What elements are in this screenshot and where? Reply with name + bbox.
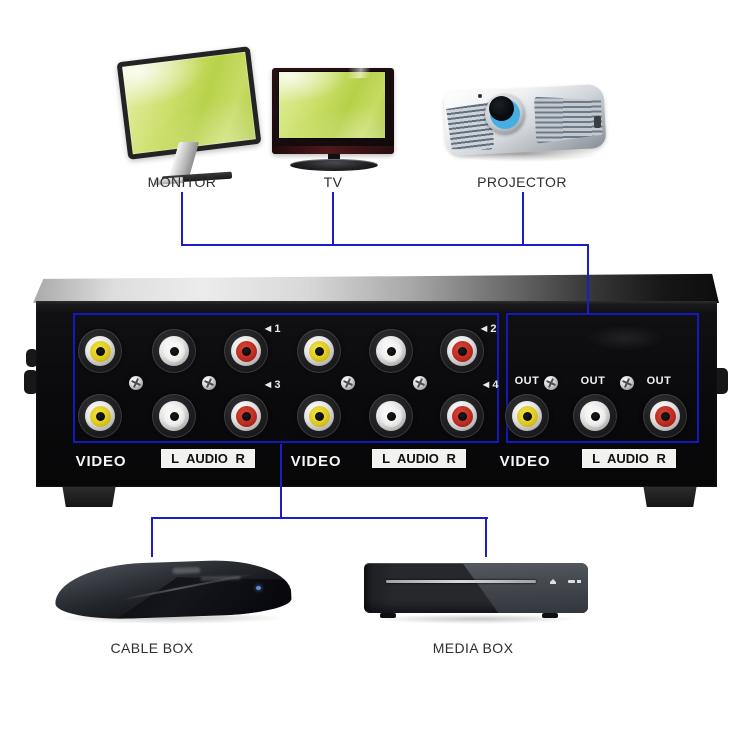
projector-lens-glass <box>489 96 514 121</box>
rca-jack-hole <box>241 411 251 421</box>
cable-box-logo <box>172 567 201 575</box>
rca-jack-red <box>224 329 268 373</box>
rca-jack-yellow <box>78 394 122 438</box>
out-label: OUT <box>514 375 540 387</box>
group-tag-3: ◄3 <box>262 379 282 391</box>
eject-icon <box>550 579 556 584</box>
rca-jack-white <box>573 394 617 438</box>
play-icon <box>568 580 575 583</box>
tv-label: TV <box>323 174 343 190</box>
monitor-illustration <box>110 46 262 186</box>
rca-jack-hole <box>241 346 251 356</box>
connector-mediabox-line <box>485 519 487 557</box>
panel-screw <box>341 376 355 390</box>
media-box-label: MEDIA BOX <box>432 640 514 656</box>
media-box-foot <box>380 613 396 618</box>
media-box-illustration <box>356 554 596 630</box>
rca-jack-hole <box>457 411 467 421</box>
projector-label: PROJECTOR <box>477 174 567 190</box>
video-label-1: VIDEO <box>75 453 127 470</box>
rca-jack-red <box>440 394 484 438</box>
media-box-foot <box>542 613 558 618</box>
cable-box-body <box>54 557 292 622</box>
tv-screen <box>278 71 386 139</box>
group-tag-1: ◄1 <box>262 323 282 335</box>
rca-jack-white <box>152 394 196 438</box>
rca-jack-red <box>440 329 484 373</box>
panel-screw <box>129 376 143 390</box>
panel-screw <box>202 376 216 390</box>
tv-stand-base <box>290 159 378 171</box>
rca-jack-hole <box>95 346 105 356</box>
media-box-shadow <box>372 614 580 624</box>
panel-screw <box>620 376 634 390</box>
stop-icon <box>577 580 581 583</box>
audio-sticker-3: L AUDIO R <box>582 449 676 468</box>
out-label: OUT <box>580 375 606 387</box>
media-box-front-panel <box>462 563 588 613</box>
connector-bottom-bus-line <box>151 517 488 519</box>
projector-illustration <box>438 83 608 188</box>
media-box-body <box>364 563 588 613</box>
rca-jack-yellow <box>505 394 549 438</box>
panel-screw <box>544 376 558 390</box>
connector-output-drop-line <box>587 246 589 314</box>
rca-jack-yellow <box>78 329 122 373</box>
brand-logo-faint <box>585 325 665 351</box>
rca-jack-hole <box>660 411 670 421</box>
tv-bottom-bezel <box>272 146 394 154</box>
rca-jack-white <box>369 394 413 438</box>
connector-cablebox-line <box>151 519 153 557</box>
rca-jack-hole <box>314 346 324 356</box>
audio-sticker-2: L AUDIO R <box>372 449 466 468</box>
rca-jack-hole <box>314 411 324 421</box>
rca-jack-white <box>152 329 196 373</box>
input-section-outline <box>73 313 499 443</box>
rca-jack-yellow <box>297 394 341 438</box>
connector-input-drop-line <box>280 444 282 519</box>
rca-jack-hole <box>386 346 396 356</box>
disc-slot <box>386 580 536 583</box>
projector-ir-sensor <box>478 94 482 98</box>
video-label-3: VIDEO <box>499 453 551 470</box>
rca-jack-hole <box>590 411 600 421</box>
rca-jack-hole <box>522 411 532 421</box>
connector-projector-line <box>522 192 524 246</box>
panel-screw <box>413 376 427 390</box>
connector-top-bus-line <box>181 244 589 246</box>
switch-right-foot <box>643 486 697 507</box>
rca-jack-hole <box>95 411 105 421</box>
projector-lens <box>485 94 525 134</box>
connector-monitor-line <box>181 192 183 246</box>
cable-box-label: CABLE BOX <box>110 640 194 656</box>
tv-stand-neck <box>328 154 340 160</box>
switch-top-surface <box>33 273 719 303</box>
switch-left-jack-bump <box>26 349 38 367</box>
group-tag-4: ◄4 <box>480 379 500 391</box>
group-tag-2: ◄2 <box>478 323 498 335</box>
switch-left-foot <box>62 486 116 507</box>
rca-jack-hole <box>169 346 179 356</box>
projector-side-port <box>594 116 601 128</box>
monitor-label: MONITOR <box>147 174 217 190</box>
out-label: OUT <box>646 375 672 387</box>
rca-jack-red <box>643 394 687 438</box>
rca-jack-hole <box>169 411 179 421</box>
rca-jack-hole <box>457 346 467 356</box>
rca-jack-yellow <box>297 329 341 373</box>
switch-front-panel: ◄1 ◄2 ◄3 ◄4 OUT OUT OUT VIDEO VIDEO VIDEO L AUDIO … <box>36 301 717 487</box>
audio-sticker-1: L AUDIO R <box>161 449 255 468</box>
rca-jack-hole <box>386 411 396 421</box>
switch-left-jack-bump-2 <box>24 370 38 394</box>
rca-jack-red <box>224 394 268 438</box>
video-label-2: VIDEO <box>290 453 342 470</box>
output-section-outline <box>506 313 699 443</box>
connector-tv-line <box>332 192 334 246</box>
cable-box-illustration <box>48 556 300 634</box>
rca-jack-white <box>369 329 413 373</box>
tv-illustration <box>270 62 398 171</box>
